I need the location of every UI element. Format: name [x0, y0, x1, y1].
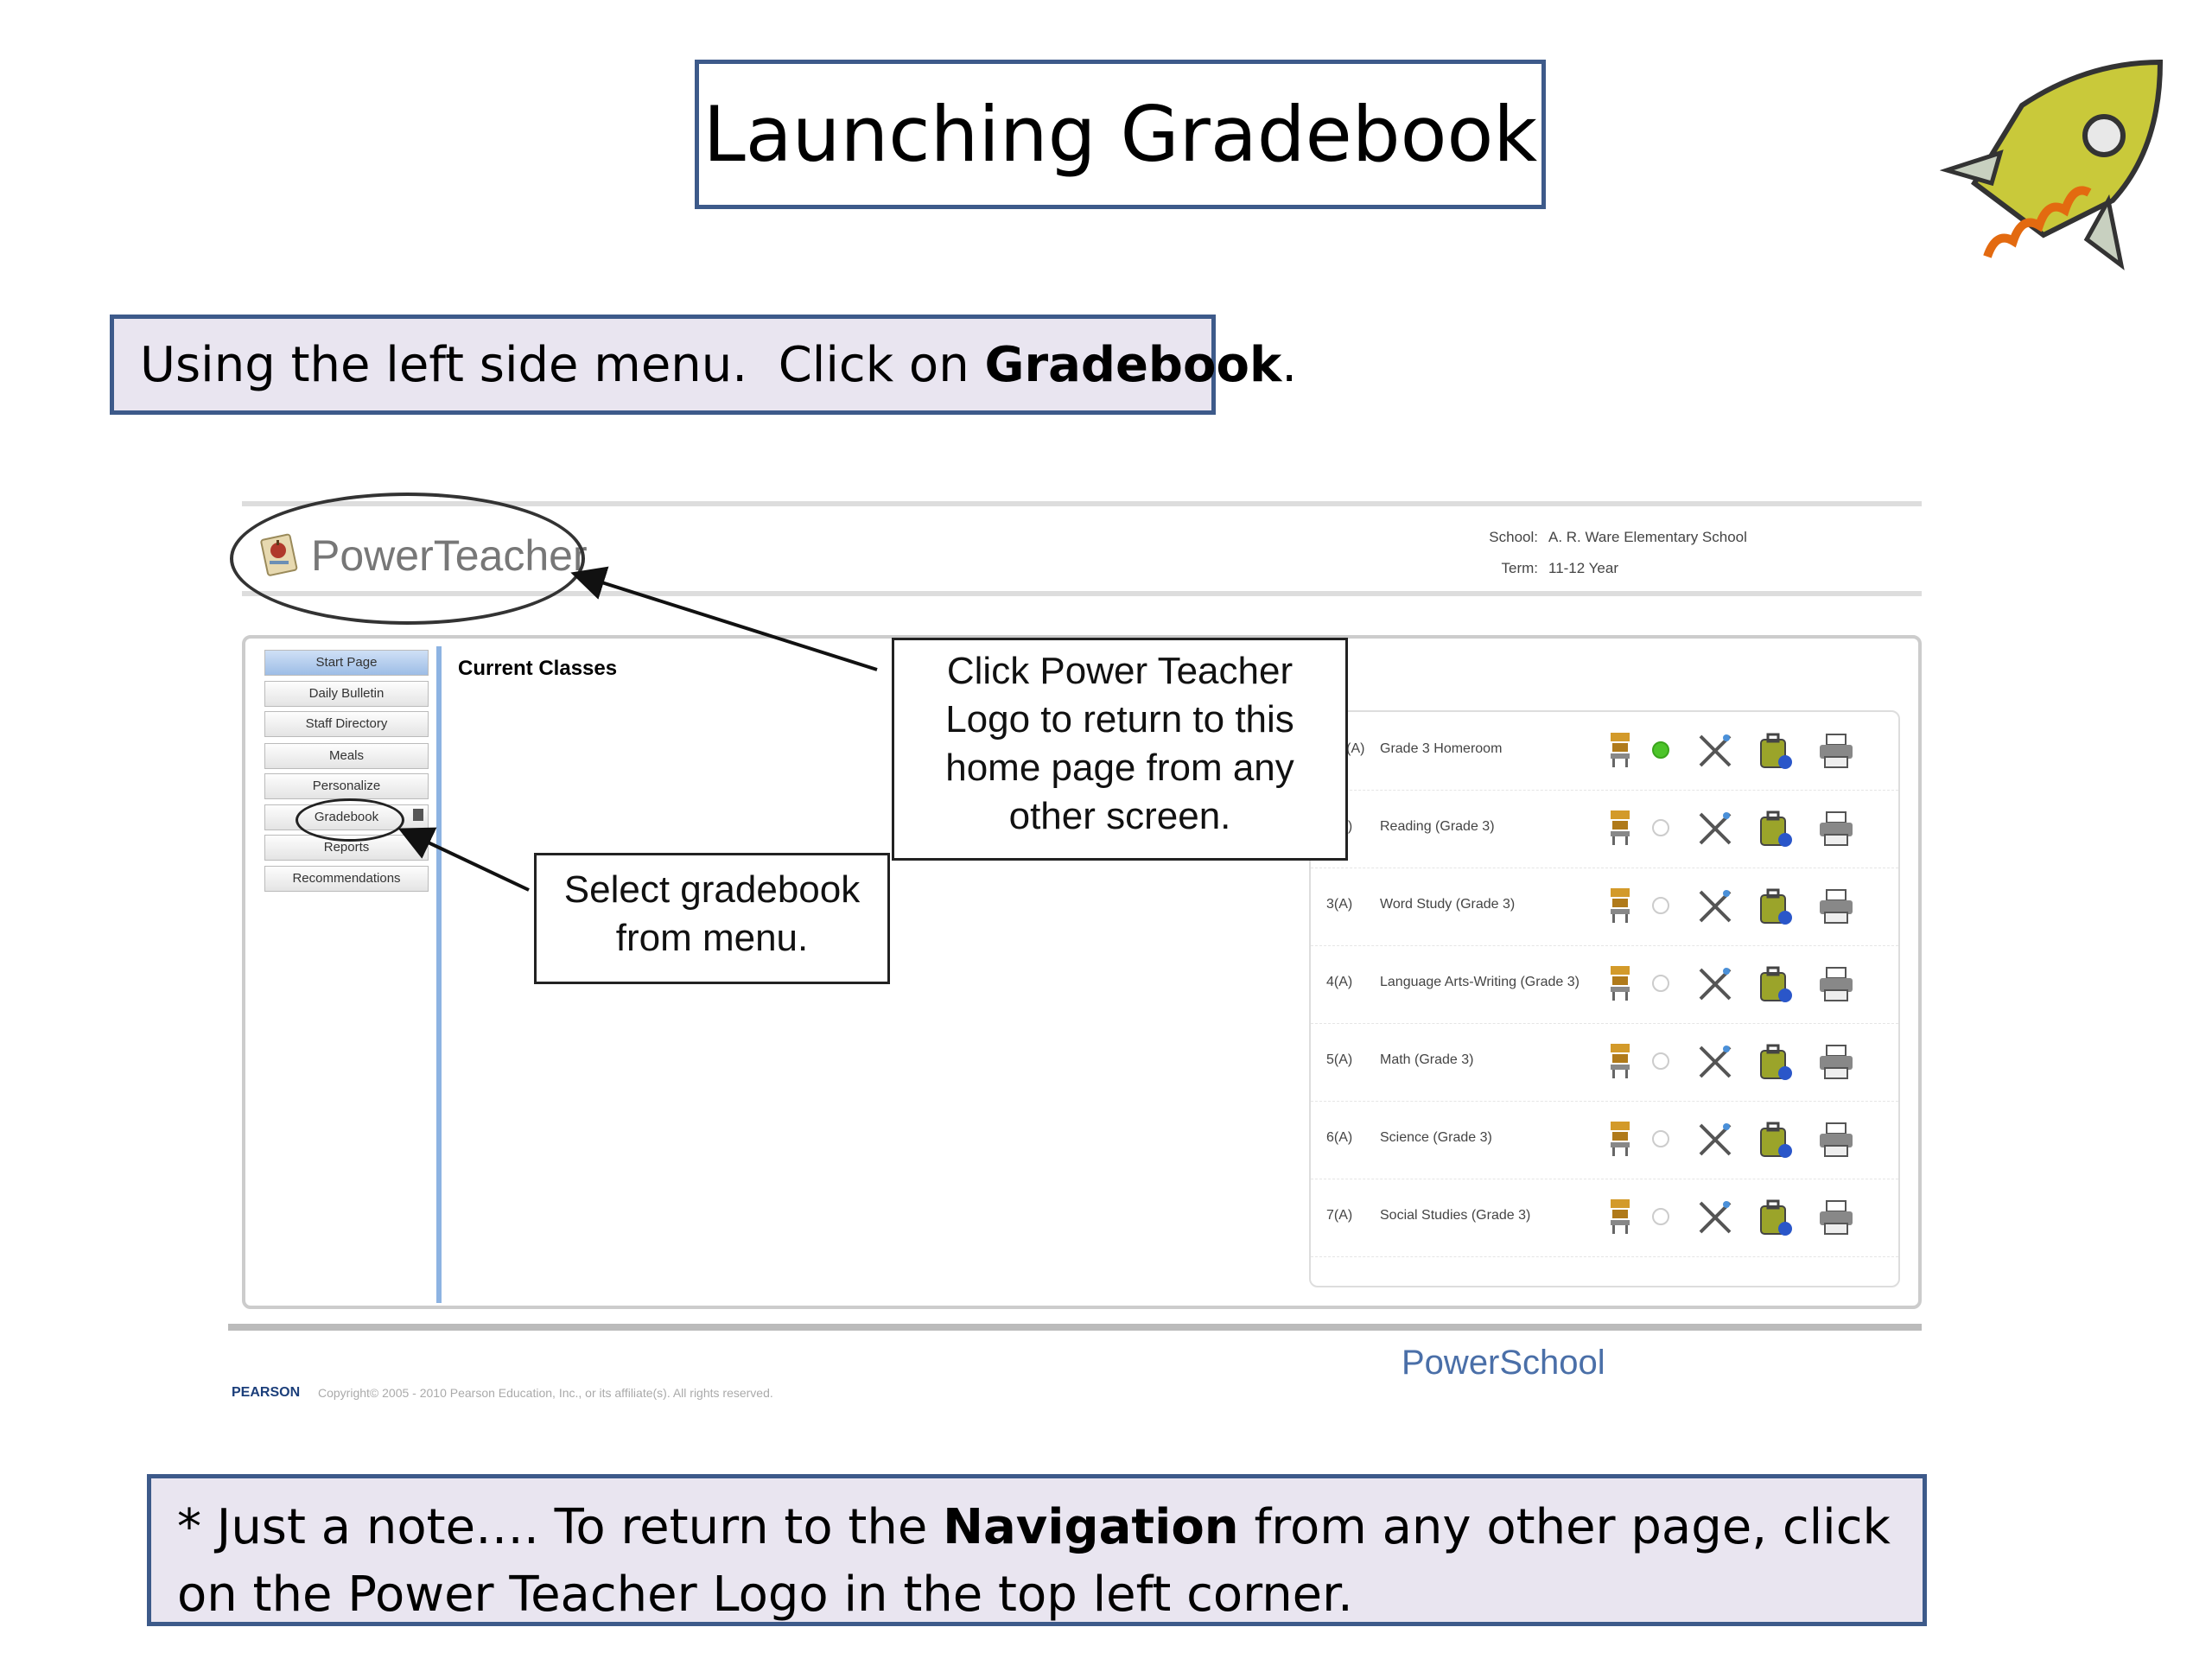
callout-logo-line1: Click Power Teacher	[946, 650, 1294, 692]
scoresheet-icon[interactable]	[1695, 1120, 1735, 1160]
slide-title: Launching Gradebook	[695, 60, 1546, 209]
print-icon[interactable]	[1816, 1042, 1856, 1082]
class-row: 6(A) Science (Grade 3)	[1311, 1101, 1898, 1179]
class-name[interactable]: Reading (Grade 3)	[1380, 819, 1495, 834]
note-bold: Navigation	[943, 1499, 1239, 1555]
instruction-suffix: .	[1281, 336, 1298, 393]
attendance-status-icon[interactable]	[1652, 741, 1669, 759]
instruction-box: Using the left side menu. Click on Grade…	[110, 315, 1297, 415]
nav-item-personalize[interactable]: Personalize	[264, 773, 429, 799]
print-icon[interactable]	[1816, 964, 1856, 1004]
seating-chart-icon[interactable]	[1609, 1042, 1631, 1080]
attendance-status-icon[interactable]	[1652, 1052, 1669, 1070]
scoresheet-icon[interactable]	[1695, 809, 1735, 849]
callout-logo: Click Power Teacher Logo to return to th…	[892, 638, 1348, 861]
scoresheet-icon[interactable]	[1695, 1042, 1735, 1082]
class-row: 4(A) Language Arts-Writing (Grade 3)	[1311, 945, 1898, 1024]
class-row: 2(A)Reading (Grade 3)	[1311, 790, 1898, 868]
print-icon[interactable]	[1816, 809, 1856, 849]
print-icon[interactable]	[1816, 1198, 1856, 1237]
student-info-icon[interactable]	[1756, 1198, 1794, 1237]
nav-item-staff-directory[interactable]: Staff Directory	[264, 711, 429, 737]
nav-item-meals[interactable]: Meals	[264, 743, 429, 769]
seating-chart-icon[interactable]	[1609, 1120, 1631, 1158]
attendance-status-icon[interactable]	[1652, 1208, 1669, 1225]
attendance-status-icon[interactable]	[1652, 897, 1669, 914]
class-period: 3(A)	[1326, 897, 1353, 912]
print-icon[interactable]	[1816, 731, 1856, 771]
seating-chart-icon[interactable]	[1609, 964, 1631, 1002]
student-info-icon[interactable]	[1756, 1120, 1794, 1160]
class-period: 7(A)	[1326, 1208, 1353, 1223]
class-name[interactable]: Language Arts-Writing (Grade 3)	[1380, 975, 1580, 989]
scoresheet-icon[interactable]	[1695, 964, 1735, 1004]
class-name[interactable]: Grade 3 Homeroom	[1380, 741, 1503, 756]
nav-item-daily-bulletin[interactable]: Daily Bulletin	[264, 681, 429, 707]
class-name[interactable]: Word Study (Grade 3)	[1380, 897, 1516, 912]
logo-highlight-oval	[230, 493, 585, 625]
arrow-to-logo	[570, 566, 878, 671]
class-name[interactable]: Math (Grade 3)	[1380, 1052, 1474, 1067]
term-label: Term:	[1501, 560, 1539, 576]
student-info-icon[interactable]	[1756, 809, 1794, 849]
powerschool-brand: PowerSchool	[1402, 1344, 1605, 1382]
callout-logo-line2: Logo to return to this	[945, 698, 1294, 741]
seating-chart-icon[interactable]	[1609, 809, 1631, 847]
scoresheet-icon[interactable]	[1695, 731, 1735, 771]
pearson-logo: PEARSON	[232, 1385, 301, 1400]
nav-item-recommendations[interactable]: Recommendations	[264, 866, 429, 892]
callout-logo-line3: home page from any	[945, 747, 1294, 789]
school-info: School: A. R. Ware Elementary School Term…	[1478, 529, 1747, 591]
callout-menu: Select gradebook from menu.	[534, 853, 890, 984]
note-suffix: from any other page, click on the Power …	[177, 1499, 1891, 1623]
class-row: HR(A)Grade 3 Homeroom	[1311, 712, 1898, 791]
attendance-status-icon[interactable]	[1652, 819, 1669, 836]
callout-menu-line1: Select gradebook	[563, 868, 861, 911]
class-name[interactable]: Science (Grade 3)	[1380, 1130, 1492, 1145]
seating-chart-icon[interactable]	[1609, 731, 1631, 769]
rocket-icon	[1939, 54, 2173, 287]
instruction-bold: Gradebook	[984, 336, 1282, 393]
seating-chart-icon[interactable]	[1609, 887, 1631, 925]
student-info-icon[interactable]	[1756, 887, 1794, 926]
callout-logo-line4: other screen.	[1008, 795, 1231, 837]
nav-item-start-page[interactable]: Start Page	[264, 650, 429, 676]
copyright-text: Copyright© 2005 - 2010 Pearson Education…	[318, 1386, 773, 1400]
note-prefix: * Just a note…. To return to the	[177, 1499, 944, 1555]
school-value: A. R. Ware Elementary School	[1548, 529, 1747, 545]
class-period: 4(A)	[1326, 975, 1353, 989]
gradebook-highlight-oval	[296, 798, 404, 842]
term-value: 11-12 Year	[1548, 560, 1618, 576]
class-period: 5(A)	[1326, 1052, 1353, 1067]
scoresheet-icon[interactable]	[1695, 1198, 1735, 1237]
popout-icon[interactable]	[413, 809, 423, 821]
class-period: 6(A)	[1326, 1130, 1353, 1145]
arrow-to-gradebook	[397, 827, 530, 892]
current-classes-heading: Current Classes	[458, 657, 618, 680]
school-label: School:	[1489, 529, 1538, 545]
class-row: 3(A) Word Study (Grade 3)	[1311, 868, 1898, 946]
student-info-icon[interactable]	[1756, 1042, 1794, 1082]
instruction-prefix: Using the left side menu. Click on	[140, 336, 985, 393]
footer-bar	[228, 1324, 1922, 1331]
attendance-status-icon[interactable]	[1652, 1130, 1669, 1147]
note-box: * Just a note…. To return to the Navigat…	[147, 1474, 1927, 1626]
student-info-icon[interactable]	[1756, 964, 1794, 1004]
scoresheet-icon[interactable]	[1695, 887, 1735, 926]
student-info-icon[interactable]	[1756, 731, 1794, 771]
print-icon[interactable]	[1816, 887, 1856, 926]
class-row: 5(A) Math (Grade 3)	[1311, 1023, 1898, 1102]
class-name[interactable]: Social Studies (Grade 3)	[1380, 1208, 1531, 1223]
print-icon[interactable]	[1816, 1120, 1856, 1160]
callout-menu-line2: from menu.	[615, 917, 809, 959]
attendance-status-icon[interactable]	[1652, 975, 1669, 992]
seating-chart-icon[interactable]	[1609, 1198, 1631, 1236]
classes-table: HR(A)Grade 3 Homeroom2(A)Reading (Grade …	[1309, 710, 1900, 1287]
class-row: 7(A) Social Studies (Grade 3)	[1311, 1179, 1898, 1257]
